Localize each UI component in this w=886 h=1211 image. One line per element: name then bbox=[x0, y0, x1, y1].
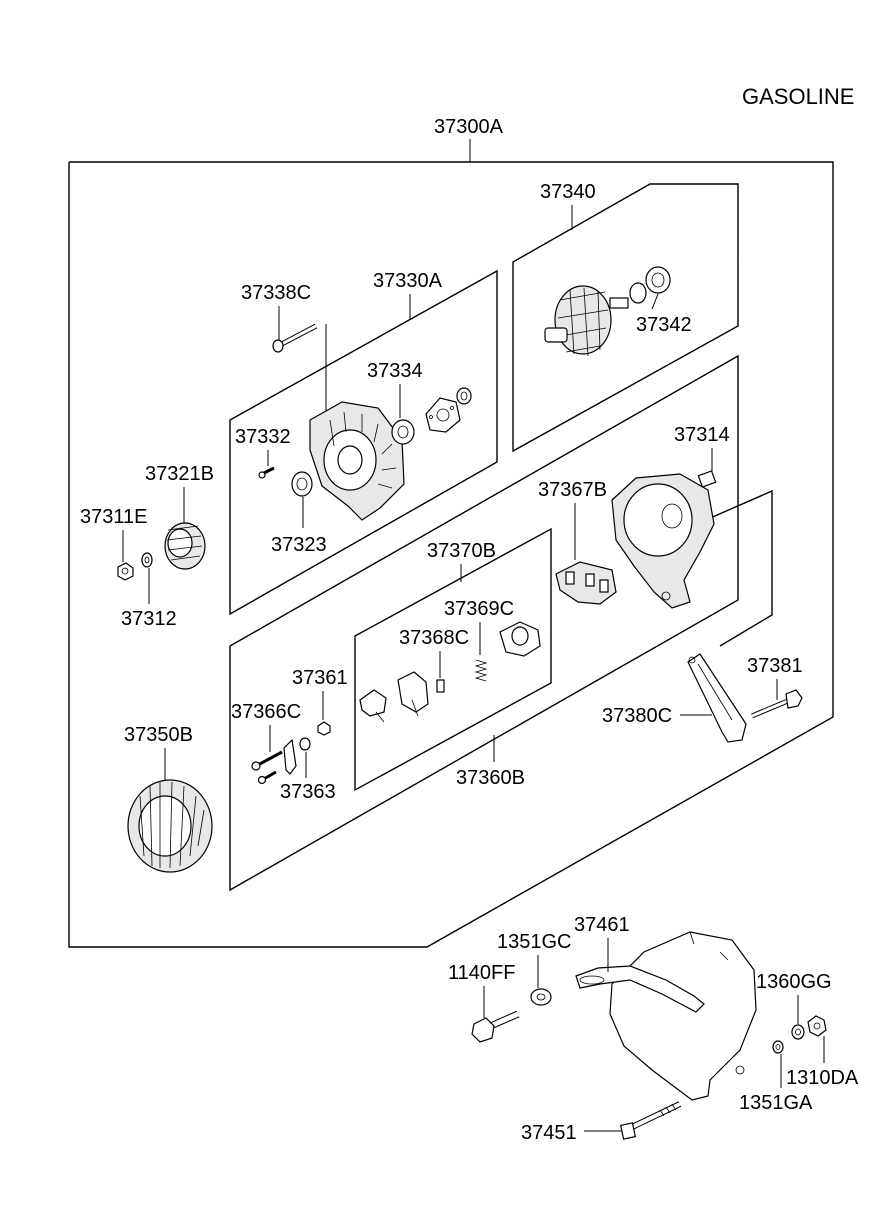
label-37321b: 37321B bbox=[145, 463, 214, 485]
label-37368c: 37368C bbox=[399, 627, 469, 649]
regulator-frame bbox=[354, 527, 552, 792]
label-37361: 37361 bbox=[292, 667, 348, 689]
adjust-bracket-icon bbox=[687, 653, 747, 743]
label-37366c: 37366C bbox=[231, 701, 301, 723]
bolt-ff-icon bbox=[471, 1010, 520, 1043]
label-1310da: 1310DA bbox=[786, 1067, 859, 1089]
label-37340: 37340 bbox=[540, 181, 596, 203]
rear-bracket-icon bbox=[611, 470, 717, 609]
label-37360b: 37360B bbox=[456, 767, 525, 789]
cover-bolt-icon bbox=[619, 1101, 682, 1140]
washer-icon bbox=[141, 552, 153, 568]
retainer-plate-icon bbox=[425, 397, 461, 433]
brush-icon bbox=[436, 679, 445, 693]
label-37312: 37312 bbox=[121, 608, 177, 630]
small-nut-icon bbox=[317, 721, 331, 736]
regulator-clip-icon bbox=[359, 671, 429, 723]
label-37369c: 37369C bbox=[444, 598, 514, 620]
screw-icon bbox=[258, 466, 275, 479]
washer-ga-icon bbox=[772, 1040, 784, 1054]
label-37461: 37461 bbox=[574, 914, 630, 936]
spring-icon bbox=[474, 659, 488, 682]
label-37367b: 37367B bbox=[538, 479, 607, 501]
label-37334: 37334 bbox=[367, 360, 423, 382]
label-37338c: 37338C bbox=[241, 282, 311, 304]
pulley-icon bbox=[164, 522, 206, 570]
label-37381: 37381 bbox=[747, 655, 803, 677]
brush-holder-icon bbox=[555, 561, 617, 605]
rotor-frame bbox=[512, 183, 739, 453]
rectifier-bolt-icon bbox=[251, 750, 283, 785]
nut-icon bbox=[117, 562, 134, 581]
alternator-cover-icon bbox=[575, 931, 757, 1101]
label-1360gg: 1360GG bbox=[756, 971, 832, 993]
label-37370b: 37370B bbox=[427, 540, 496, 562]
label-37332: 37332 bbox=[235, 426, 291, 448]
small-washer-icon bbox=[299, 737, 311, 751]
label-1351ga: 1351GA bbox=[739, 1092, 813, 1114]
front-bracket-icon bbox=[309, 401, 405, 521]
label-1140ff: 1140FF bbox=[448, 962, 515, 984]
label-37350b: 37350B bbox=[124, 724, 193, 746]
label-37451: 37451 bbox=[521, 1122, 577, 1144]
label-37300a: 37300A bbox=[434, 116, 504, 138]
rotor-bearing-icon bbox=[629, 266, 671, 304]
engine-type-label: GASOLINE bbox=[742, 84, 854, 109]
label-37380c: 37380C bbox=[602, 705, 672, 727]
rotor-icon bbox=[544, 285, 629, 357]
bracket-bolt-icon bbox=[751, 689, 803, 719]
label-37363: 37363 bbox=[280, 781, 336, 803]
label-37330a: 37330A bbox=[373, 270, 443, 292]
label-1351gc: 1351GC bbox=[497, 931, 572, 953]
washer-gc-icon bbox=[530, 988, 552, 1006]
label-37342: 37342 bbox=[636, 314, 692, 336]
through-bolt-icon bbox=[272, 323, 318, 353]
front-bearing-icon bbox=[391, 419, 415, 445]
brush-cap-icon bbox=[499, 621, 541, 657]
spacer-icon bbox=[291, 471, 313, 497]
nut-da-icon bbox=[807, 1015, 827, 1037]
seal-ring-icon bbox=[456, 387, 472, 405]
washer-gg-icon bbox=[791, 1024, 805, 1040]
label-37311e: 37311E bbox=[80, 506, 147, 528]
rectifier-frame bbox=[229, 354, 739, 892]
stator-icon bbox=[127, 779, 213, 873]
label-37314: 37314 bbox=[674, 424, 730, 446]
adjust-bracket-frame bbox=[707, 489, 773, 647]
terminal-plate-icon bbox=[283, 738, 297, 775]
assembly-frame bbox=[68, 161, 834, 948]
front-bracket-frame bbox=[229, 269, 498, 616]
label-37323: 37323 bbox=[271, 534, 327, 556]
